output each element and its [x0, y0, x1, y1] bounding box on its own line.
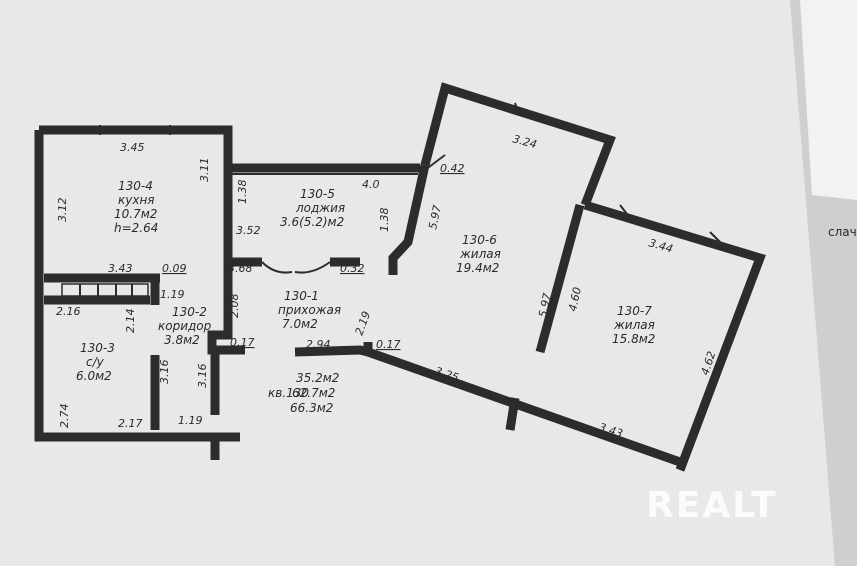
dim-kitchen-left: 3.12: [56, 198, 69, 223]
room-130-2-name: коридор: [158, 319, 212, 333]
room-130-7-area: 15.8м2: [612, 332, 655, 346]
dim-loggia-width: 4.0: [362, 178, 380, 191]
adjacent-page: [800, 0, 857, 200]
walls: [34, 82, 766, 472]
room-130-1-name: прихожая: [278, 303, 341, 317]
dim-loggia-inner: 3.52: [236, 224, 261, 237]
hall-left-wall: [207, 262, 245, 355]
room7-outer-wall: [583, 200, 766, 472]
room6-right-wall: [535, 203, 585, 354]
room-130-3-id: 130-3: [80, 341, 115, 355]
apartment-number: кв.130: [268, 386, 309, 400]
dim-room6-top: 3.24: [511, 132, 538, 151]
room-130-5-id: 130-5: [300, 187, 335, 201]
apartment-area-total: 62.7м2: [292, 386, 335, 400]
dim-0-17-right: 0.17: [376, 338, 401, 351]
apartment-area-living: 35.2м2: [296, 371, 339, 385]
dim-2-16: 2.16: [56, 305, 81, 318]
dim-2-08: 2.08: [228, 294, 241, 319]
dim-0-17-left: 0.17: [230, 336, 255, 349]
dim-1-19-corr: 1.19: [160, 288, 185, 301]
room-130-2-area: 3.8м2: [164, 333, 200, 347]
room-130-6-name: жилая: [459, 247, 501, 261]
apartment-area-with-loggia: 66.3м2: [290, 401, 333, 415]
room-130-2-id: 130-2: [172, 305, 207, 319]
dim-kitchen-right: 3.11: [198, 158, 211, 183]
dimension-labels: 3.45 3.12 3.11 3.43 0.09 1.38 4.0 1.38 3…: [56, 132, 718, 440]
room-130-4-area: 10.7м2: [114, 207, 157, 221]
dim-loggia-left: 1.38: [236, 180, 249, 205]
loggia-right-wall: [388, 164, 430, 275]
dim-3-16-b: 3.16: [196, 364, 209, 389]
room-130-7-id: 130-7: [617, 304, 652, 318]
dim-0-42: 0.42: [440, 162, 465, 175]
room6-outer-wall: [420, 82, 616, 207]
dim-1-19-bath: 1.19: [178, 414, 203, 427]
room-130-5-name: лоджия: [295, 201, 345, 215]
paper-sheet: [0, 0, 835, 566]
side-page-text: слач: [828, 225, 857, 239]
dim-3-68: 3.68: [228, 262, 253, 275]
dim-kitchen-top: 3.45: [120, 141, 145, 154]
dim-2-94: 2.94: [306, 338, 331, 351]
realt-watermark: REALT: [646, 485, 778, 526]
room-130-7-name: жилая: [613, 318, 655, 332]
dim-room6-left: 5.97: [426, 204, 444, 231]
dim-kitchen-bottom-small: 0.09: [162, 262, 187, 275]
dim-2-17: 2.17: [118, 417, 143, 430]
dim-room7-top: 3.44: [647, 236, 674, 255]
room-130-1-area: 7.0м2: [282, 317, 318, 331]
dim-2-74: 2.74: [58, 404, 71, 429]
dim-loggia-right: 1.38: [378, 208, 391, 233]
dim-kitchen-bottom: 3.43: [108, 262, 133, 275]
door-arc-left: [261, 261, 293, 274]
room-130-3-area: 6.0м2: [76, 369, 112, 383]
room-130-3-name: с/у: [86, 355, 105, 369]
room-130-4-height: h=2.64: [114, 221, 158, 235]
dim-room7-left: 4.60: [566, 286, 584, 313]
room-130-6-area: 19.4м2: [456, 261, 499, 275]
room-labels: 130-4 кухня 10.7м2 h=2.64 130-5 лоджия 3…: [76, 179, 655, 415]
room-130-6-id: 130-6: [462, 233, 497, 247]
dim-0-32: 0.32: [340, 262, 365, 275]
room-130-1-id: 130-1: [284, 289, 319, 303]
door-arc-right: [294, 261, 331, 274]
room-130-4-name: кухня: [118, 193, 155, 207]
room-130-4-id: 130-4: [118, 179, 153, 193]
left-outer-wall: [34, 130, 215, 442]
room-130-5-area: 3.6(5.2)м2: [280, 215, 344, 229]
dim-2-14: 2.14: [124, 309, 137, 334]
dim-3-16-a: 3.16: [158, 360, 171, 385]
dim-room6-right: 5.97: [536, 292, 554, 319]
